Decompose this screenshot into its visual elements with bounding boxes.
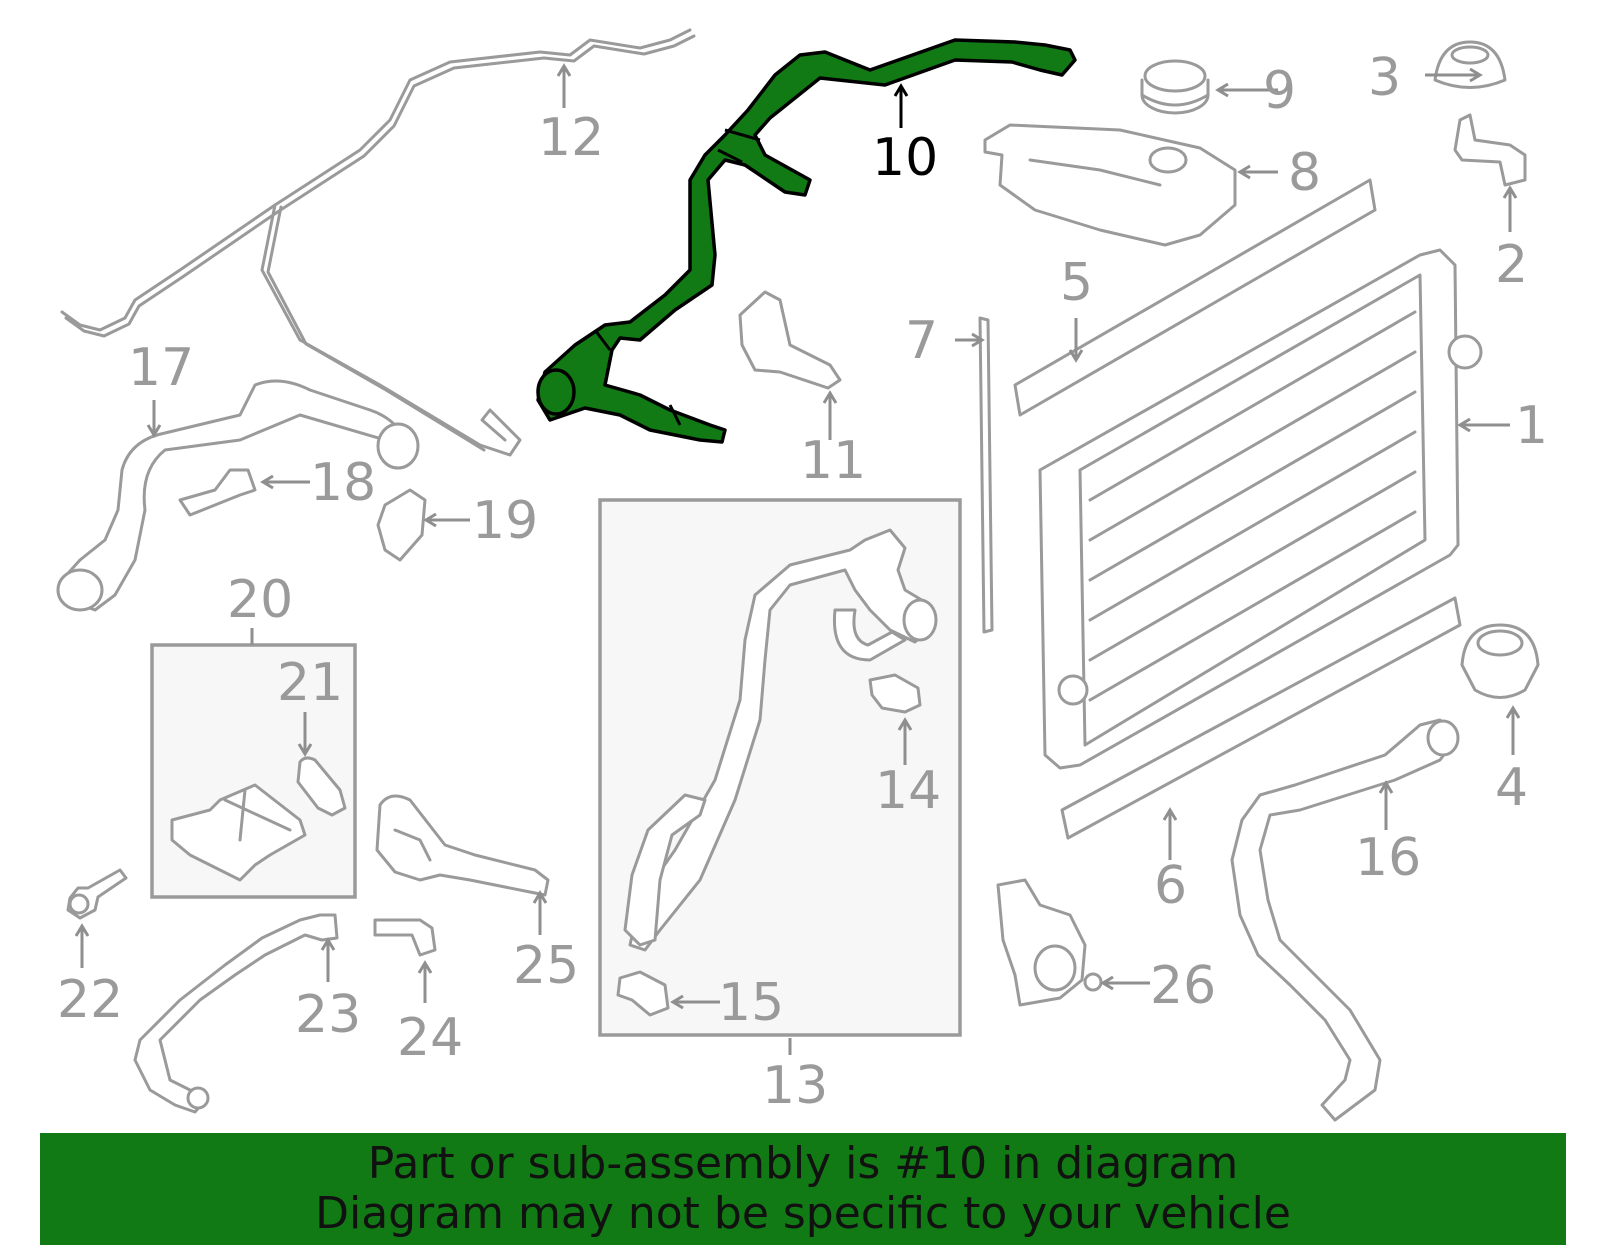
- part-11-bracket[interactable]: [738, 290, 842, 390]
- callout-3: 3: [1368, 48, 1401, 108]
- callout-21: 21: [277, 653, 343, 713]
- callout-10: 10: [872, 128, 938, 188]
- callout-4: 4: [1495, 758, 1528, 818]
- part-7-seal[interactable]: [978, 316, 994, 634]
- callout-23: 23: [295, 985, 361, 1045]
- callout-20: 20: [227, 570, 293, 630]
- part-21-gasket[interactable]: [296, 756, 347, 817]
- callout-14: 14: [875, 761, 941, 821]
- part-9-cap[interactable]: [1140, 59, 1210, 115]
- callout-22: 22: [57, 970, 123, 1030]
- part-6-seal[interactable]: [1060, 596, 1462, 840]
- callout-8: 8: [1288, 143, 1321, 203]
- callout-13: 13: [762, 1056, 828, 1116]
- part-26-thermostat[interactable]: [996, 878, 1103, 1007]
- part-20-valve[interactable]: [170, 783, 307, 882]
- part-15-clip[interactable]: [616, 970, 670, 1017]
- banner-line-2: Diagram may not be specific to your vehi…: [315, 1188, 1291, 1239]
- part-2-sensor[interactable]: [1453, 113, 1527, 187]
- callout-11: 11: [800, 431, 866, 491]
- callout-1: 1: [1515, 396, 1548, 456]
- callout-5: 5: [1060, 253, 1093, 313]
- info-banner: Part or sub-assembly is #10 in diagram D…: [40, 1133, 1566, 1245]
- part-14-clamp[interactable]: [868, 673, 922, 714]
- callout-7: 7: [905, 311, 938, 371]
- leader-lines: [74, 63, 1521, 1055]
- callout-6: 6: [1154, 856, 1187, 916]
- part-19-clip[interactable]: [376, 488, 427, 562]
- callout-17: 17: [128, 338, 194, 398]
- part-4-cap[interactable]: [1460, 623, 1540, 699]
- callout-12: 12: [538, 108, 604, 168]
- callout-26: 26: [1150, 956, 1216, 1016]
- part-17-hose[interactable]: [56, 379, 420, 612]
- callout-15: 15: [718, 973, 784, 1033]
- callout-19: 19: [472, 491, 538, 551]
- callout-9: 9: [1263, 61, 1296, 121]
- part-23-hose[interactable]: [133, 913, 339, 1114]
- part-8-reservoir[interactable]: [983, 123, 1237, 247]
- part-12-tube[interactable]: [60, 28, 696, 457]
- callout-24: 24: [397, 1008, 463, 1068]
- leader-10: [893, 83, 909, 128]
- part-13-hose-assembly[interactable]: [623, 528, 938, 952]
- callout-18: 18: [310, 453, 376, 513]
- callout-25: 25: [513, 936, 579, 996]
- banner-line-1: Part or sub-assembly is #10 in diagram: [367, 1138, 1239, 1189]
- callout-16: 16: [1355, 828, 1421, 888]
- part-24-fitting[interactable]: [373, 918, 437, 957]
- part-5-seal[interactable]: [1013, 178, 1377, 417]
- part-16-hose[interactable]: [1230, 718, 1460, 1122]
- part-10-hose-highlighted[interactable]: [536, 38, 1077, 444]
- callout-2: 2: [1495, 235, 1528, 295]
- part-22-bolt[interactable]: [66, 868, 128, 920]
- part-18-bracket[interactable]: [178, 468, 257, 517]
- part-25-hose[interactable]: [375, 794, 550, 897]
- part-1-radiator[interactable]: [1038, 248, 1483, 770]
